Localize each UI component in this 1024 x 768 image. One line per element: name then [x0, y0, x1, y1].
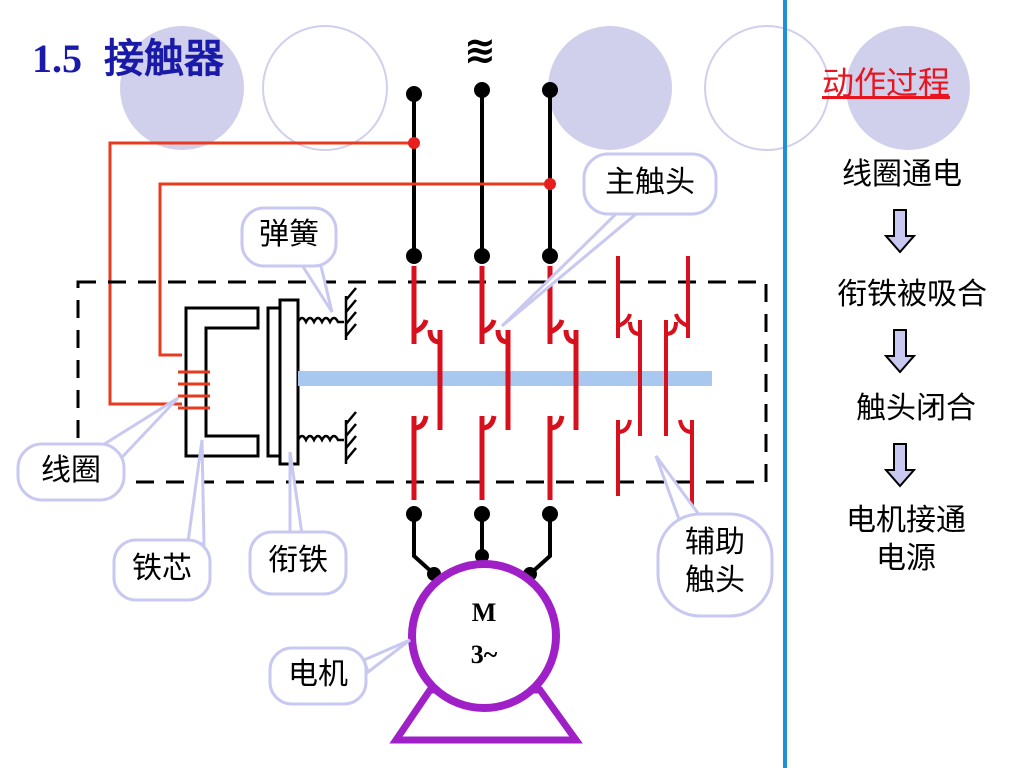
auxiliary-contacts: [616, 256, 694, 506]
label-iron-core: 铁芯: [132, 551, 192, 586]
step-armature-attracted: 衔铁被吸合: [837, 277, 987, 312]
callout-bubbles: [16, 152, 774, 706]
decorative-circles: [120, 25, 970, 151]
springs: [296, 287, 357, 464]
label-armature: 衔铁: [268, 543, 328, 578]
armature-body: [278, 298, 300, 466]
down-arrow-icon: [883, 329, 917, 374]
ac-symbol: ≋: [464, 28, 496, 72]
title-text: 接触器: [104, 35, 224, 82]
coil-supply-wires: [108, 141, 550, 406]
armature: [266, 306, 282, 458]
step-motor-powered: 电机接通 电源: [846, 503, 966, 576]
iron-core: [184, 306, 260, 458]
contactor-enclosure: [76, 280, 768, 484]
down-arrow-icon: [883, 443, 917, 488]
junction-dot: [408, 137, 420, 149]
coil-windings: [178, 370, 210, 410]
process-heading: 动作过程: [822, 64, 951, 102]
step-contacts-close: 触头闭合: [856, 391, 976, 426]
label-aux-contact: 辅助 触头: [685, 525, 745, 598]
label-spring: 弹簧: [259, 217, 319, 252]
label-coil: 线圈: [41, 453, 101, 488]
motor: [389, 560, 583, 744]
junction-dot: [544, 178, 556, 190]
motor-leads: [406, 506, 558, 581]
down-arrow-icon: [883, 209, 917, 254]
step-coil-energized: 线圈通电: [842, 157, 962, 192]
power-lines: [406, 82, 558, 264]
main-contacts: [411, 266, 579, 500]
label-main-contact: 主触头: [605, 165, 695, 200]
slide-title: 1.5 接触器: [32, 26, 224, 84]
label-motor: 电机: [288, 657, 348, 692]
motor-symbol-m: M: [471, 598, 497, 627]
actuator-bar: [298, 371, 712, 386]
flow-arrows: [883, 209, 917, 488]
motor-symbol-phase: 3~: [470, 640, 498, 669]
section-number: 1.5: [32, 36, 82, 81]
